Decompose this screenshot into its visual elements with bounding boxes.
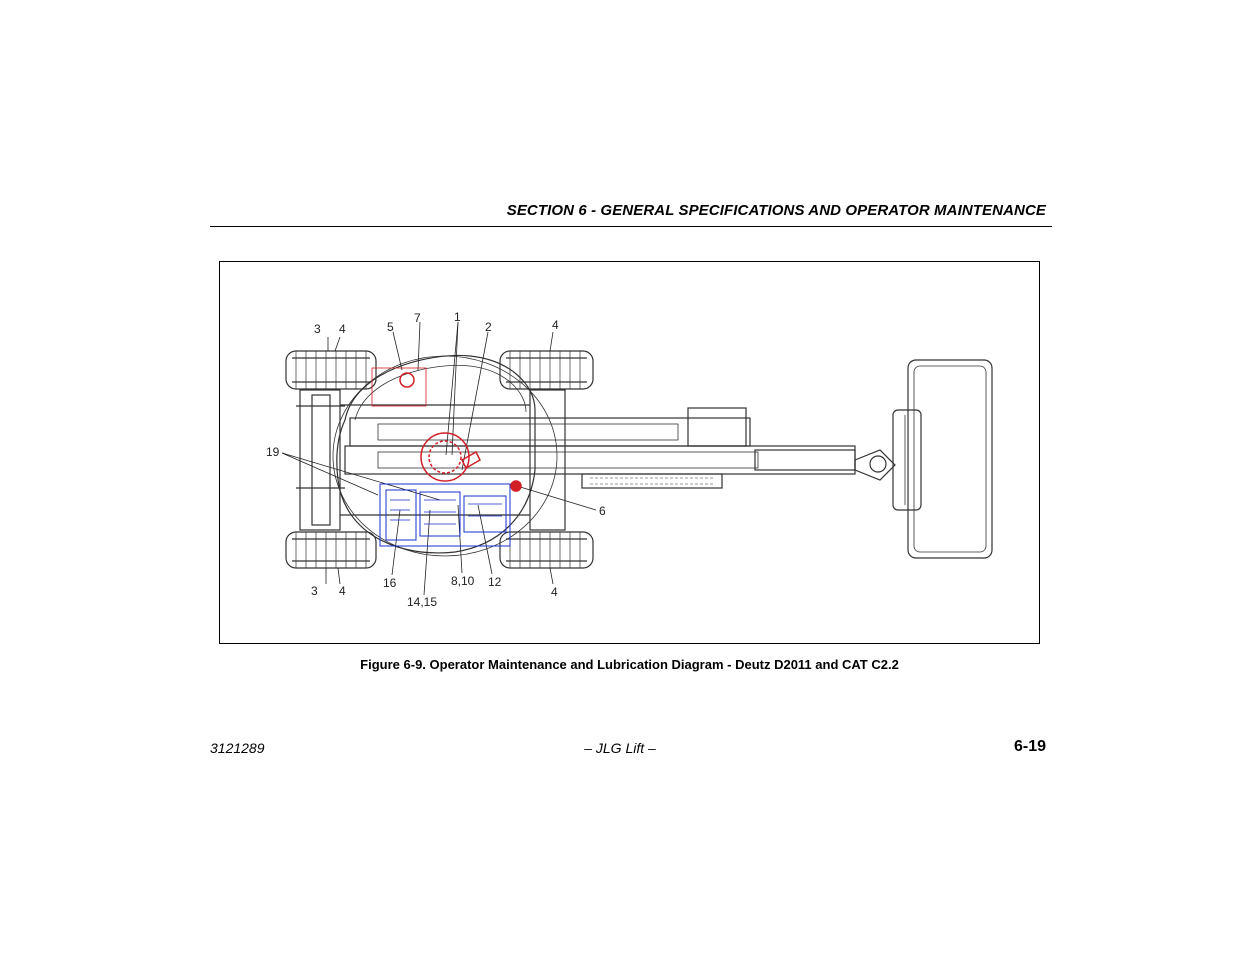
platform bbox=[892, 359, 993, 559]
lube-points bbox=[371, 367, 522, 492]
figure-frame bbox=[219, 261, 1040, 644]
section-title: SECTION 6 - GENERAL SPECIFICATIONS AND O… bbox=[506, 202, 1046, 219]
callout-2: 2 bbox=[485, 320, 492, 334]
callout-4-bottom-left: 4 bbox=[339, 584, 346, 598]
callout-5: 5 bbox=[387, 320, 394, 334]
callout-14-15: 14,15 bbox=[407, 595, 437, 609]
page-number: 6-19 bbox=[1013, 738, 1046, 755]
tire-front-left bbox=[285, 350, 377, 390]
callout-19: 19 bbox=[266, 445, 280, 459]
callout-4-bottom-right: 4 bbox=[551, 585, 558, 599]
callout-4-top-right: 4 bbox=[552, 318, 559, 332]
callout-7: 7 bbox=[414, 311, 421, 325]
callout-4-top-left: 4 bbox=[339, 322, 346, 336]
callout-12: 12 bbox=[488, 575, 502, 589]
boom bbox=[344, 407, 896, 489]
callout-3-bottom: 3 bbox=[311, 584, 318, 598]
figure-caption: Figure 6-9. Operator Maintenance and Lub… bbox=[360, 657, 899, 672]
callout-1: 1 bbox=[454, 310, 461, 324]
footer-brand: – JLG Lift – bbox=[584, 740, 656, 756]
tire-front-right bbox=[499, 350, 594, 390]
tire-rear-right bbox=[499, 531, 594, 569]
turntable bbox=[332, 354, 558, 557]
callout-6: 6 bbox=[599, 504, 606, 518]
leader-lines bbox=[281, 321, 597, 596]
header-rule bbox=[210, 226, 1052, 227]
callout-8-10: 8,10 bbox=[451, 574, 475, 588]
callout-labels: 3 4 5 7 1 2 4 19 6 16 8,10 12 3 4 14,15 … bbox=[266, 310, 606, 609]
callout-16: 16 bbox=[383, 576, 397, 590]
document-number: 3121289 bbox=[210, 740, 265, 756]
engine-assembly bbox=[379, 483, 511, 547]
callout-3-top: 3 bbox=[314, 322, 321, 336]
tire-rear-left bbox=[285, 531, 377, 569]
